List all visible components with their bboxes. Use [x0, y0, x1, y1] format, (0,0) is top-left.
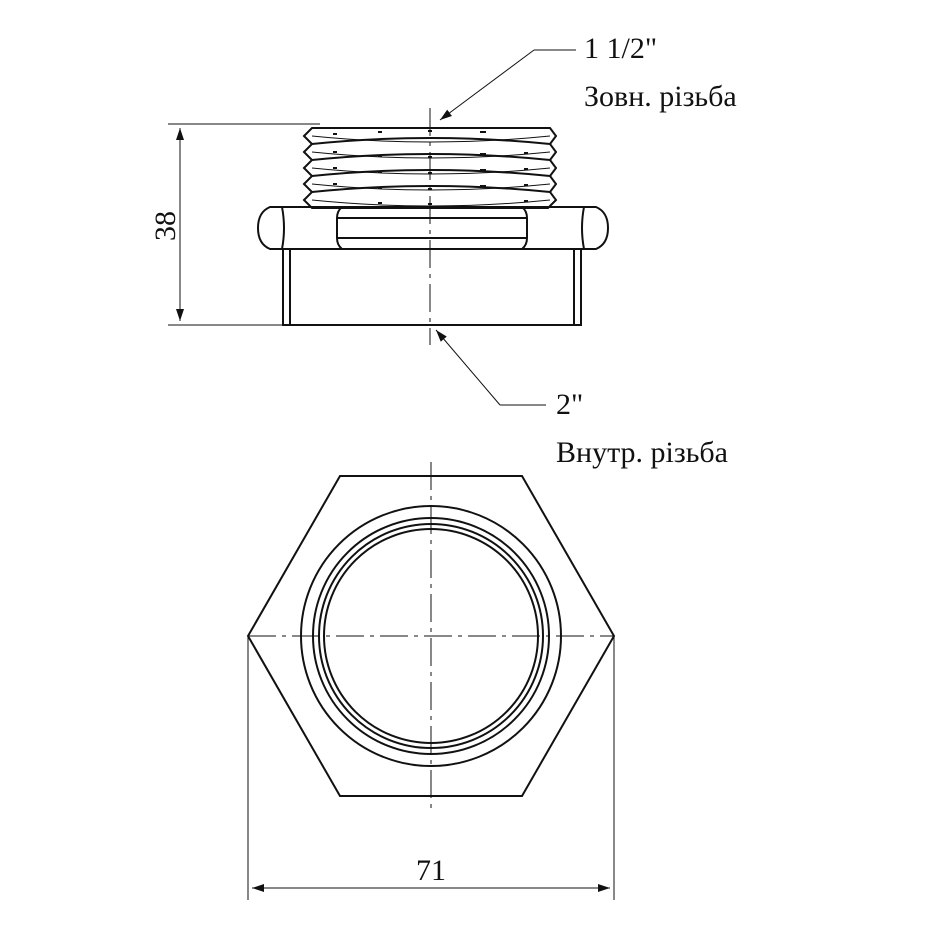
internal-thread-size: 2" [556, 388, 583, 421]
external-thread [302, 127, 558, 209]
external-thread-callout: 1 1/2" Зовн. різьба [439, 32, 737, 121]
hex-flange [256, 206, 610, 250]
height-dimension: 38 [149, 123, 320, 326]
internal-thread-label: Внутр. різьба [556, 436, 728, 469]
top-view: 71 [246, 462, 616, 900]
height-dimension-value: 38 [149, 211, 182, 241]
internal-thread-callout: 2" Внутр. різьба [435, 329, 728, 469]
width-dimension: 71 [247, 636, 615, 900]
external-thread-label: Зовн. різьба [584, 80, 737, 113]
external-leader-line [439, 49, 535, 121]
internal-leader-line [435, 329, 501, 406]
side-view: 38 1 1/2" Зовн. різьба 2" Внутр. різьба [149, 32, 737, 469]
lower-body [282, 248, 582, 326]
width-dimension-value: 71 [416, 854, 446, 887]
external-thread-size: 1 1/2" [584, 32, 657, 65]
